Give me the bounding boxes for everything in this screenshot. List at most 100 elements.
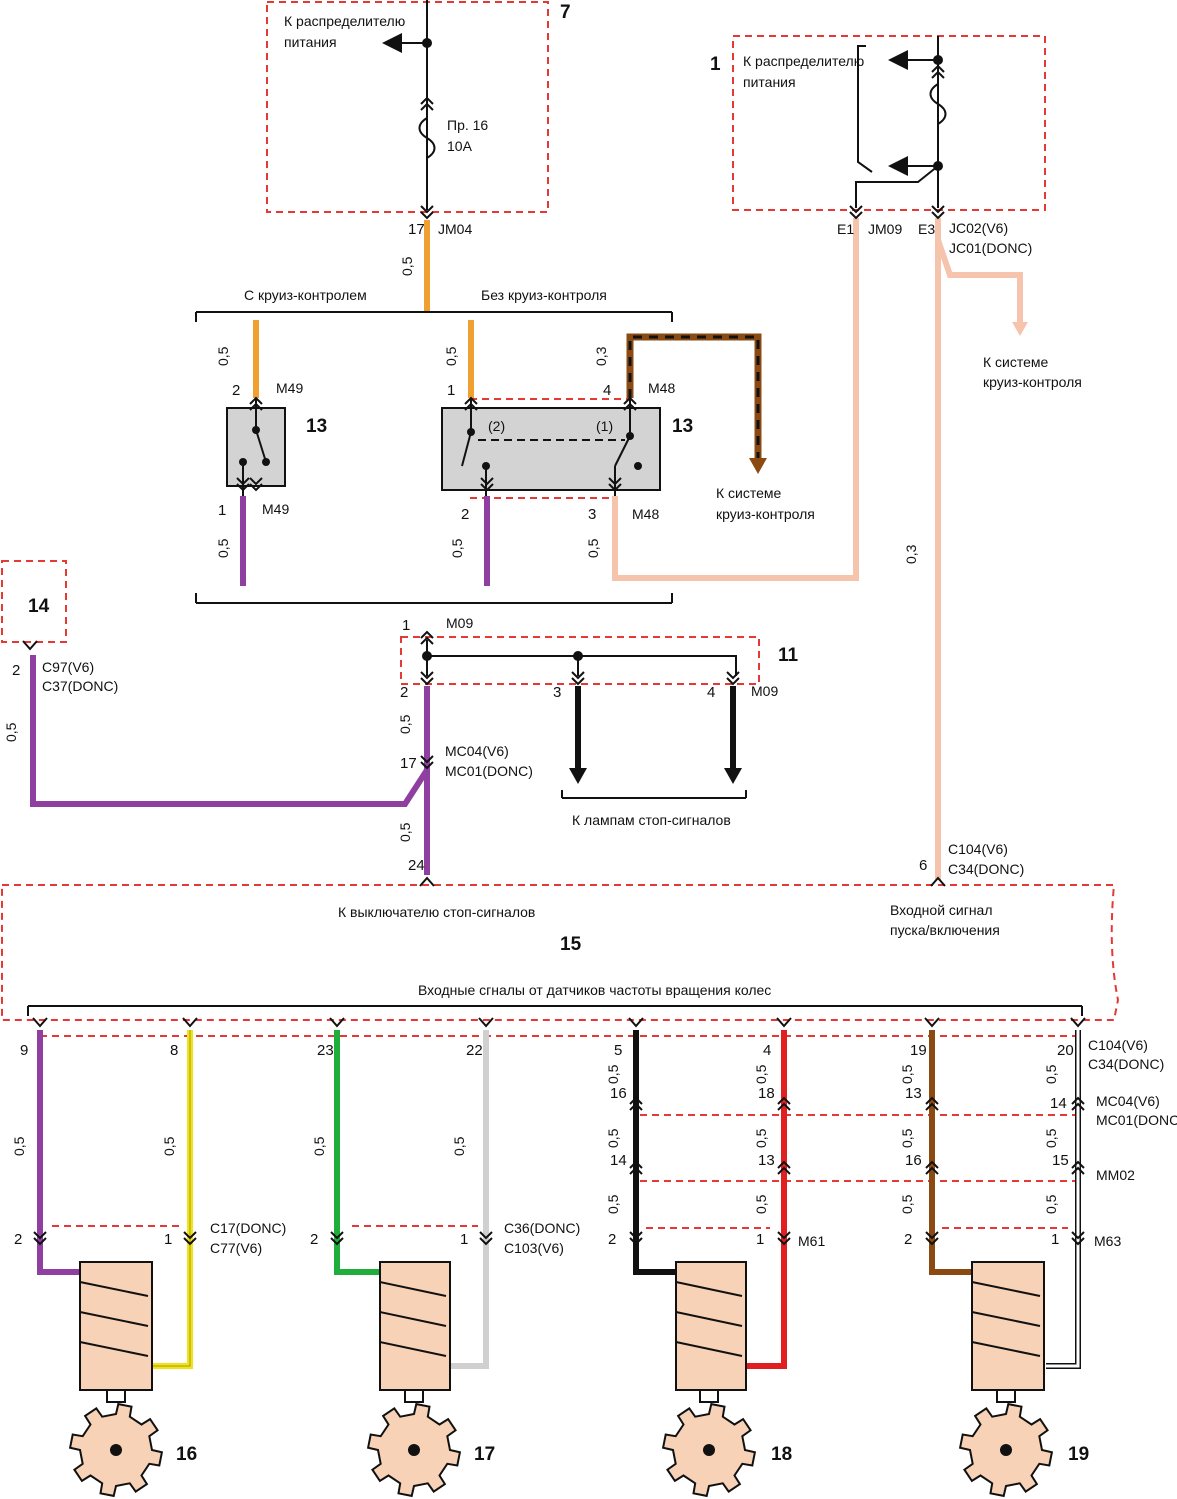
connector-chevron (480, 483, 494, 492)
pin-label: 14 (610, 1152, 627, 1169)
connector-chevron (608, 483, 622, 492)
connector-chevron (924, 1017, 940, 1028)
gauge-label: 0,5 (585, 538, 601, 558)
label-input-signal: Входной сигнал (890, 902, 993, 918)
callout-15: 15 (560, 934, 582, 955)
gauge-label: 0,5 (3, 722, 19, 742)
pin-label: 24 (408, 857, 425, 874)
connector-chevron (776, 1017, 792, 1028)
wire-purple-14 (30, 655, 430, 807)
connector-chevron (571, 677, 585, 686)
pin-label: 1 (218, 502, 226, 519)
label-cruise-1: К системе (983, 354, 1049, 370)
label-cruise-1b: круиз-контроля (983, 374, 1082, 390)
connector-label-jm04: JM04 (438, 221, 472, 237)
connector-chevron (849, 205, 863, 214)
label-input-signal-b: пуска/включения (890, 922, 1000, 938)
gauge-label: 0,5 (443, 346, 459, 366)
connector-label-c34r: C34(DONC) (1088, 1056, 1164, 1072)
callout-14: 14 (28, 596, 50, 617)
gauge-label: 0,5 (161, 1136, 177, 1156)
connector-chevron (478, 1017, 494, 1028)
connector-label-c104: C104(V6) (948, 841, 1008, 857)
connector-chevron (1070, 1017, 1086, 1028)
connector-label-c17: C17(DONC) (210, 1220, 286, 1236)
connector-label-m49: M49 (276, 380, 303, 396)
pin-label: 17 (408, 221, 425, 238)
connector-chevron (420, 205, 434, 214)
connector-chevron (330, 1237, 344, 1246)
connector-label-mm02: MM02 (1096, 1167, 1135, 1183)
callout-13a: 13 (306, 416, 327, 437)
connector-chevron (777, 1237, 791, 1246)
connector-chevron (777, 1102, 791, 1111)
pin-label: 8 (170, 1042, 178, 1059)
connector-chevron (777, 1231, 791, 1240)
connector-chevron (849, 211, 863, 220)
connector-label-c77: C77(V6) (210, 1240, 262, 1256)
connector-chevron (419, 876, 435, 887)
pin-label: 3 (588, 506, 596, 523)
pin-label: 1 (1051, 1231, 1059, 1248)
gauge-label: 0,5 (397, 822, 413, 842)
connector-chevron (931, 205, 945, 214)
wheel-sensor-16 (79, 1261, 153, 1403)
gauge-label: 0,5 (605, 1128, 621, 1148)
connector-label-mc04r: MC04(V6) (1096, 1093, 1160, 1109)
connector-label-m48b: M48 (632, 506, 659, 522)
wheel-sensor-18 (675, 1261, 747, 1403)
label-with-cruise: С круиз-контролем (244, 287, 367, 303)
connector-chevron (930, 876, 946, 887)
gauge-label: 0,5 (899, 1194, 915, 1214)
fuse-symbol-16 (418, 117, 436, 159)
relay-bracket (857, 45, 873, 173)
connector-label-c97: C97(V6) (42, 659, 94, 675)
pin-label: 1 (460, 1231, 468, 1248)
arrow-cruise-1 (1012, 322, 1028, 336)
pin-label: 3 (553, 684, 561, 701)
gauge-label: 0,5 (1043, 1194, 1059, 1214)
gauge-label: 0,5 (11, 1136, 27, 1156)
connector-chevron (629, 1237, 643, 1246)
junction-dot (422, 38, 432, 48)
pin-label: 5 (614, 1042, 622, 1059)
tone-wheel-hub (703, 1444, 715, 1456)
connector-chevron (420, 211, 434, 220)
connector-chevron (623, 402, 637, 411)
pin-label: 16 (905, 1152, 922, 1169)
wire-brown-cruise (626, 333, 762, 460)
gauge-label: 0,5 (899, 1128, 915, 1148)
pin-label: 20 (1057, 1042, 1074, 1059)
connector-chevron (726, 671, 740, 680)
callout-16: 16 (176, 1444, 197, 1465)
connector-chevron (183, 1231, 197, 1240)
gauge-label: 0,5 (397, 714, 413, 734)
label-fuse-rating: 10A (447, 138, 473, 154)
wire-pink-m48-jm09 (612, 218, 859, 581)
connector-chevron (1071, 1160, 1085, 1169)
connector-chevron (1071, 1237, 1085, 1246)
connector-chevron (1071, 1102, 1085, 1111)
switch-label-2: (2) (488, 418, 505, 434)
connector-label-mc04: MC04(V6) (445, 743, 509, 759)
pin-label: 2 (232, 382, 240, 399)
connector-chevron (420, 677, 434, 686)
pin-label: 22 (466, 1042, 483, 1059)
pin-label: 1 (164, 1231, 172, 1248)
pin-label: 4 (707, 684, 715, 701)
connector-label-mc01: MC01(DONC) (445, 763, 533, 779)
pin-label: 13 (758, 1152, 775, 1169)
connector-chevron (629, 1102, 643, 1111)
connector-label-m09: M09 (446, 615, 473, 631)
connector-label-m61: M61 (798, 1233, 825, 1249)
connector-chevron (249, 477, 263, 486)
gauge-label: 0,5 (1043, 1064, 1059, 1084)
connector-chevron (608, 477, 622, 486)
connector-chevron (420, 102, 434, 111)
connector-chevron (479, 1231, 493, 1240)
gauge-label: 0,3 (593, 346, 609, 366)
connector-label-c104r: C104(V6) (1088, 1037, 1148, 1053)
connector-chevron (777, 1160, 791, 1169)
gauge-label: 0,5 (899, 1064, 915, 1084)
